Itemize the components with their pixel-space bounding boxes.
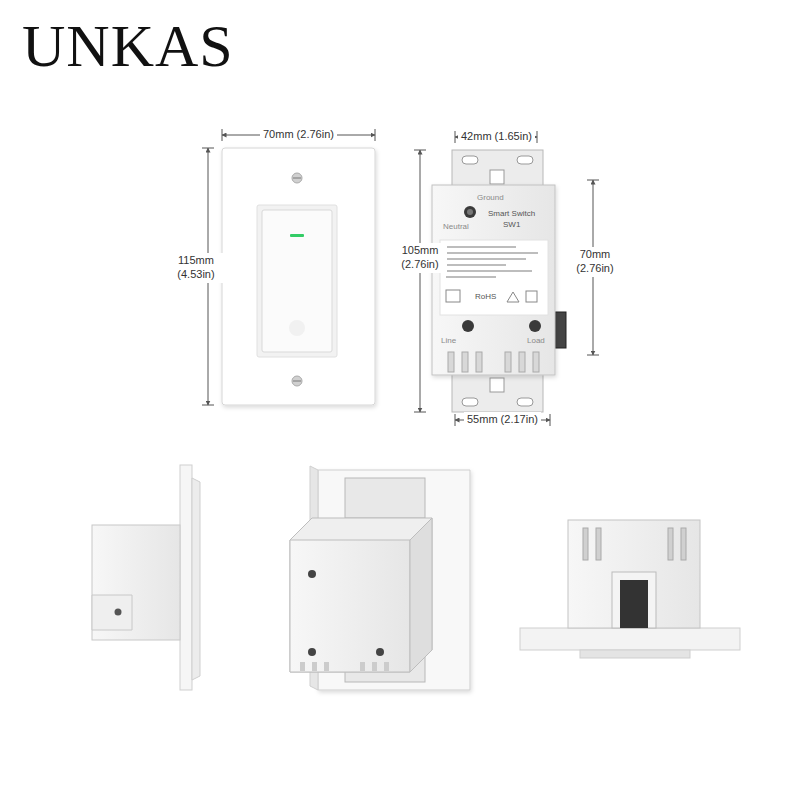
- dimension-label: 70mm (2.76in): [260, 127, 337, 143]
- brand-title: UNKAS: [22, 16, 234, 76]
- certification-label: RoHS: [475, 292, 496, 302]
- product-label: Smart Switch: [488, 209, 535, 219]
- terminal-label: Load: [527, 336, 545, 346]
- dimension-label: 42mm (1.65in): [458, 129, 535, 145]
- dimension-label: 115mm (4.53in): [168, 253, 224, 283]
- terminal-label: Ground: [477, 193, 504, 203]
- terminal-label: Neutral: [443, 222, 469, 232]
- dimension-label: 70mm (2.76in): [569, 247, 621, 277]
- dimension-label: 105mm (2.76in): [393, 243, 447, 273]
- dimension-label: 55mm (2.17in): [464, 412, 541, 428]
- model-label: SW1: [503, 220, 520, 230]
- terminal-label: Line: [441, 336, 456, 346]
